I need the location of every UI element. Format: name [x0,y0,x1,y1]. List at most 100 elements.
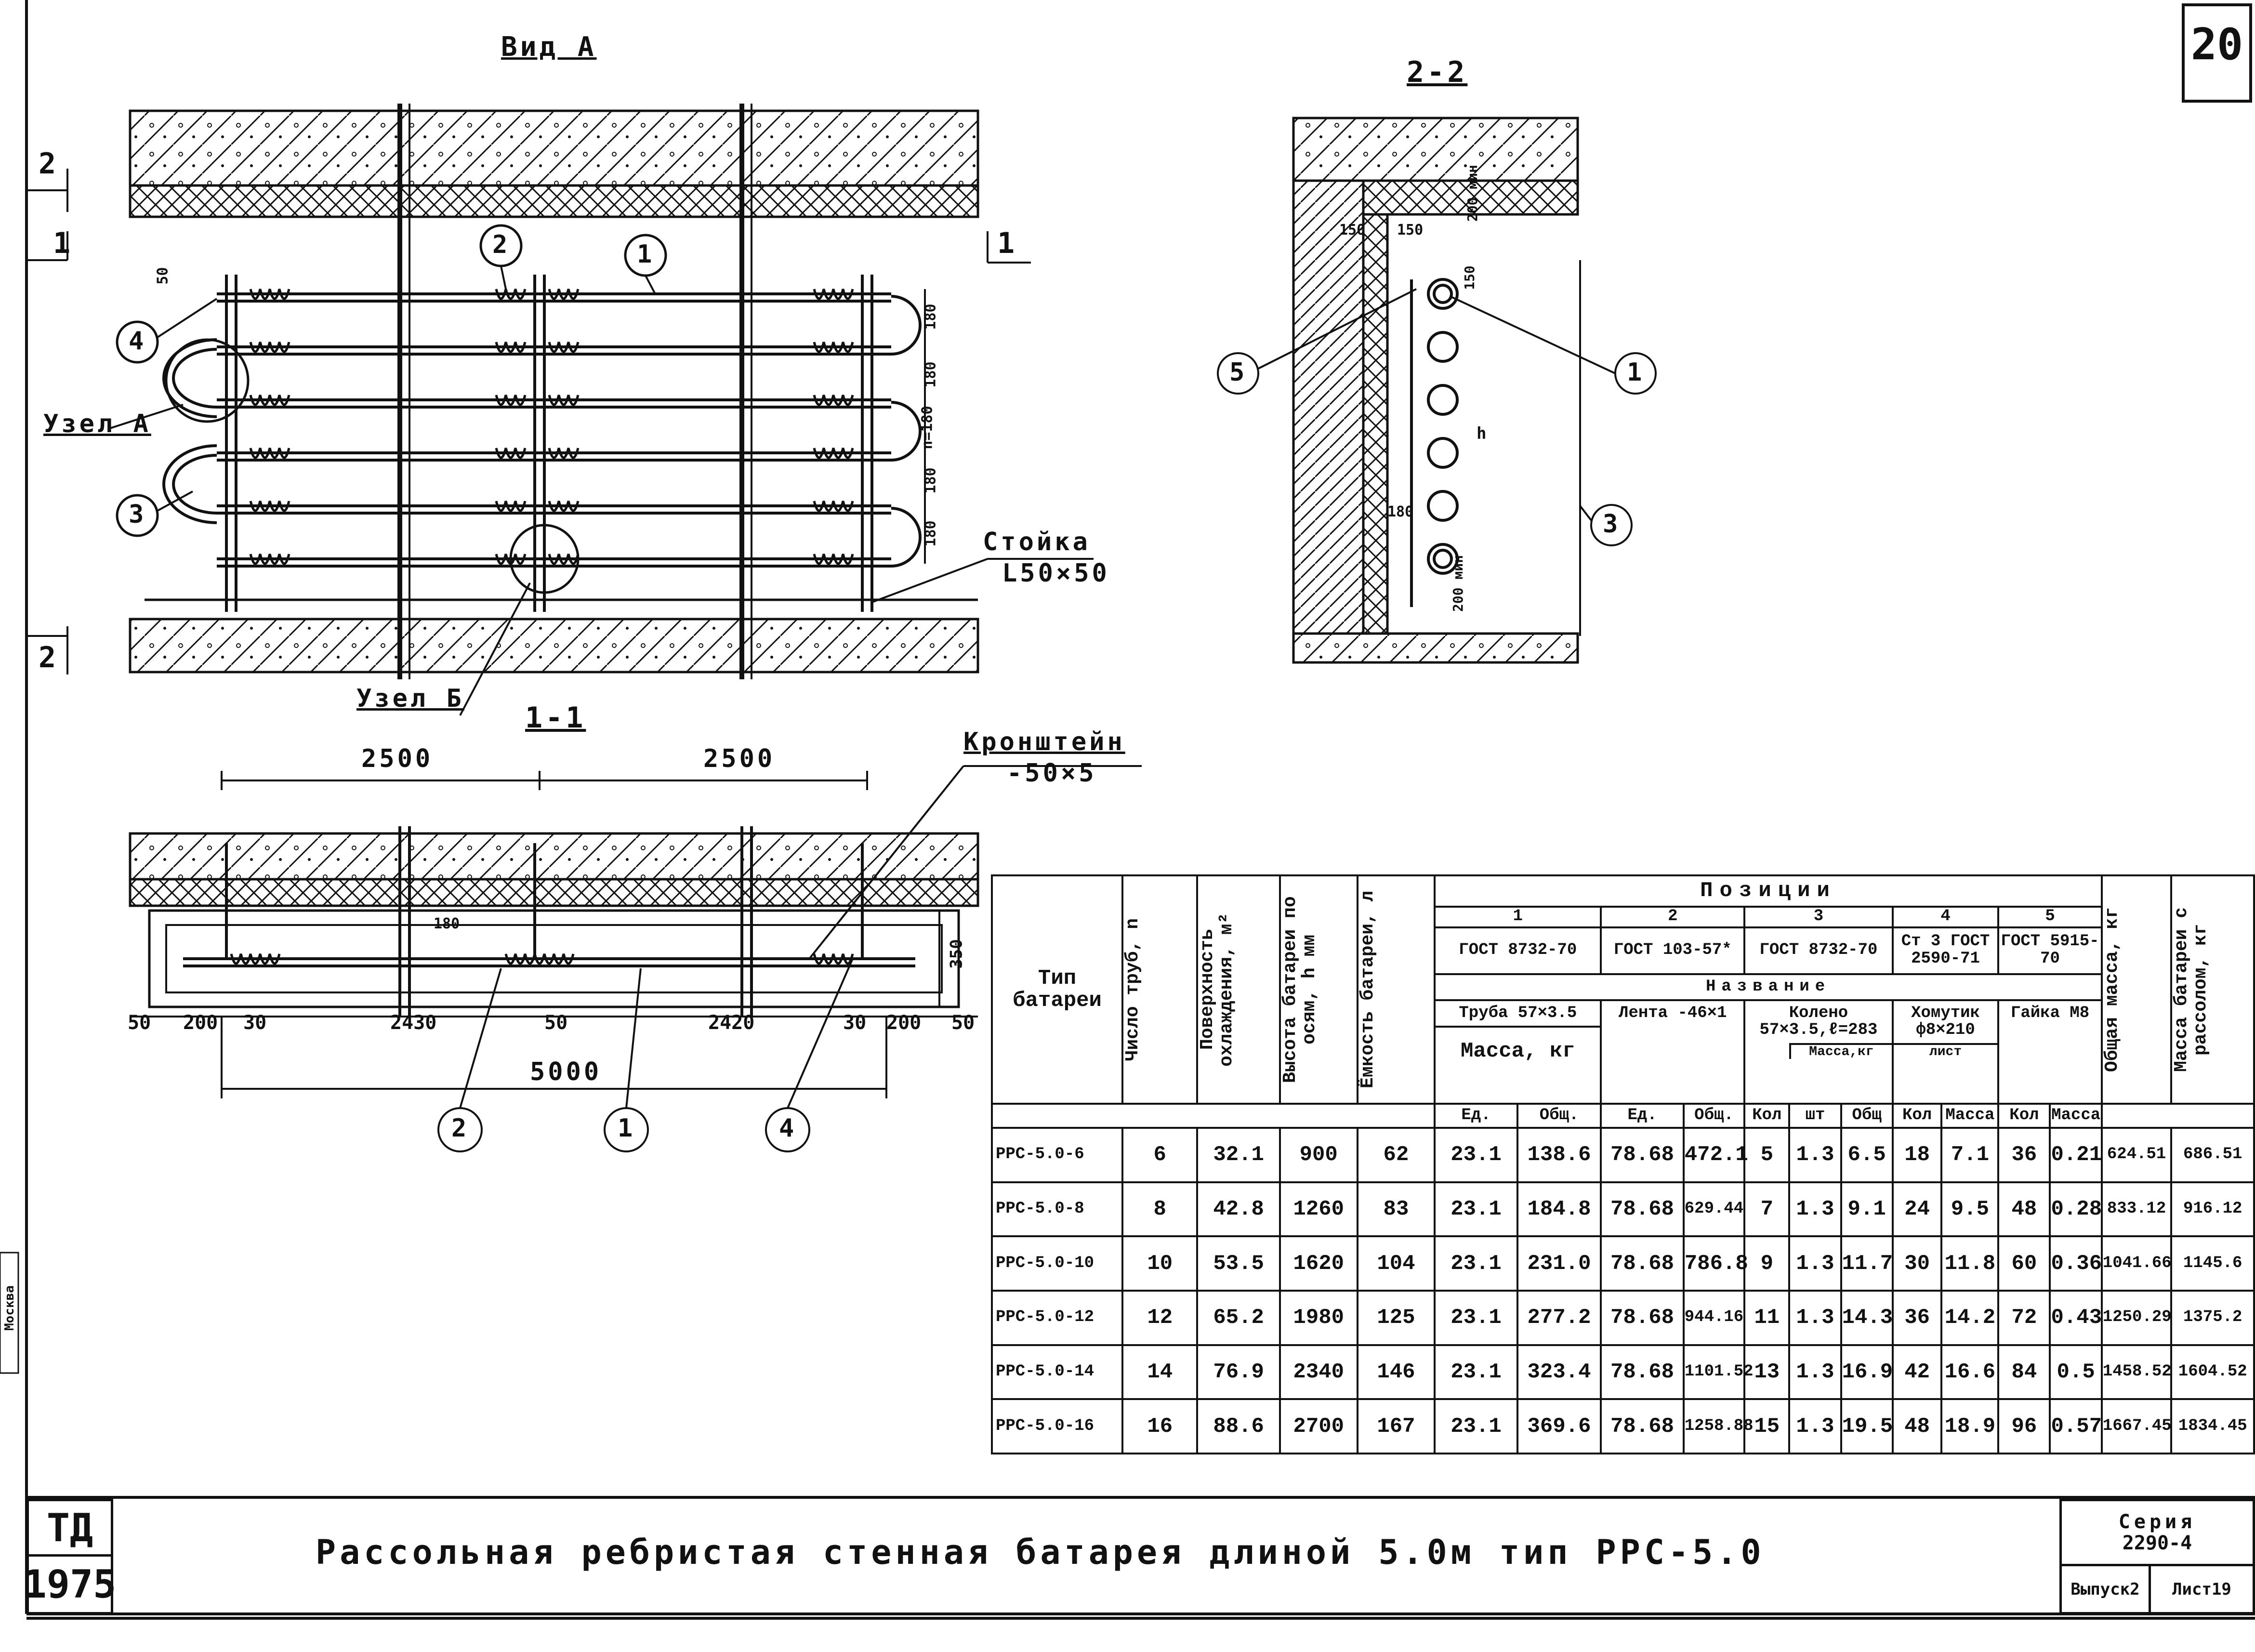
cell-surface: 42.8 [1196,1181,1281,1238]
th-sub-1: Общ. [1516,1103,1602,1129]
cell-pos-10: 0.28 [2049,1181,2103,1238]
th-sub-6: Общ [1840,1103,1894,1129]
cell-pos-9: 72 [1997,1289,2051,1346]
cell-height: 900 [1279,1127,1358,1183]
th-sub-2: Ед. [1600,1103,1685,1129]
cell-pos-8: 18.9 [1940,1398,2000,1454]
drawing-title: Рассольная ребристая стенная батарея дли… [316,1533,1765,1572]
cell-height: 1620 [1279,1235,1358,1292]
spec-table: Тип батареи Число труб, n Поверхность ох… [990,874,2255,1454]
section-2-2-title: 2-2 [1407,55,1468,89]
cell-height: 2700 [1279,1398,1358,1454]
th-name-4: Хомутик ф8×210 лист [1891,999,2000,1105]
cell-surface: 53.5 [1196,1235,1281,1292]
cell-height: 1980 [1279,1289,1358,1346]
dim-bottom-2430: 2430 [390,1012,437,1034]
th-surface: Поверхность охлаждения, м² [1196,874,1281,1105]
cell-pos-1: 369.6 [1516,1398,1602,1454]
cell-capacity: 167 [1356,1398,1436,1454]
dim-bottom-200-l: 200 [183,1012,218,1034]
th-mass-kg-short: Масса,кг [1789,1043,1892,1059]
th-pos-1: 1 [1434,905,1602,928]
th-name-3-text: Колено 57×3.5,ℓ=283 [1759,1004,1878,1040]
cell-pos-4: 11 [1743,1289,1791,1346]
uzel-b-label: Узел Б [356,684,464,713]
cell-pos-9: 84 [1997,1344,2051,1401]
cell-pipes: 16 [1121,1398,1199,1454]
cell-pos-6: 16.9 [1840,1344,1894,1401]
cut-label-1-right: 1 [997,226,1018,260]
cell-type: РРС-5.0-8 [990,1181,1124,1238]
cell-pipes: 12 [1121,1289,1199,1346]
th-gost-4: Ст 3 ГОСТ 2590-71 [1891,926,2000,975]
th-spacer-r [2100,1103,2255,1129]
uzel-a-label: Узел А [43,410,151,438]
th-mass-kg: Масса, кг [1461,1039,1575,1064]
cell-height: 1260 [1279,1181,1358,1238]
cell-total: 1667.45 [2100,1398,2173,1454]
cell-type: РРС-5.0-10 [990,1235,1124,1292]
cell-pos-10: 0.21 [2049,1127,2103,1183]
cell-pos-4: 13 [1743,1344,1791,1401]
cell-pos-7: 36 [1891,1289,1943,1346]
callout-2: 2 [492,230,511,259]
cell-pos-5: 1.3 [1788,1127,1842,1183]
cell-pos-6: 9.1 [1840,1181,1894,1238]
dim-bottom-30-l: 30 [243,1012,267,1034]
callout-2-2-5: 5 [1229,358,1248,387]
cut-label-2-top: 2 [39,147,59,181]
cell-pos-6: 19.5 [1840,1398,1894,1454]
th-sub-10: Масса [2049,1103,2103,1129]
callout-2-2-1: 1 [1627,358,1645,387]
series-number: 2290-4 [2122,1532,2192,1554]
th-pos-4: 4 [1891,905,2000,928]
cell-surface: 88.6 [1196,1398,1281,1454]
dim-2-2-150b: 150 [1397,222,1424,238]
th-brine-mass: Масса батареи с рассолом, кг [2170,874,2255,1105]
cell-pos-6: 11.7 [1840,1235,1894,1292]
cell-pos-7: 30 [1891,1235,1943,1292]
cell-pos-10: 0.36 [2049,1235,2103,1292]
cell-pos-2: 78.68 [1600,1289,1685,1346]
cell-pipes: 14 [1121,1344,1199,1401]
cell-pos-3: 1101.52 [1682,1344,1754,1401]
view-a-title: Вид А [501,31,597,63]
cell-brine: 1145.6 [2170,1235,2255,1292]
cell-pos-10: 0.43 [2049,1289,2103,1346]
th-gost-2: ГОСТ 103-57* [1600,926,1746,975]
cell-pos-8: 14.2 [1940,1289,2000,1346]
dim-180-1-1: 180 [434,915,460,932]
dim-2500-right: 2500 [703,744,776,773]
section-1-1-drawing [129,765,1142,1152]
cell-pos-8: 16.6 [1940,1344,2000,1401]
kronshtein-size: -50×5 [1007,759,1097,788]
cell-pos-1: 138.6 [1516,1127,1602,1183]
cell-pos-2: 78.68 [1600,1344,1685,1401]
cell-pos-3: 629.44 [1682,1181,1746,1238]
cell-pos-6: 6.5 [1840,1127,1894,1183]
cell-pos-0: 23.1 [1434,1181,1518,1238]
cell-pos-1: 231.0 [1516,1235,1602,1292]
cell-pos-2: 78.68 [1600,1181,1685,1238]
th-sub-9: Кол [1997,1103,2051,1129]
cell-pos-5: 1.3 [1788,1289,1842,1346]
sheet-number: 20 [2190,19,2243,70]
cell-pos-8: 11.8 [1940,1235,2000,1292]
callout-4: 4 [129,327,147,356]
cell-brine: 1375.2 [2170,1289,2255,1346]
cell-capacity: 83 [1356,1181,1436,1238]
cell-pos-0: 23.1 [1434,1344,1518,1401]
cell-pos-0: 23.1 [1434,1127,1518,1183]
callout-1-1-4: 4 [779,1114,797,1143]
cell-pos-3: 786.8 [1682,1235,1748,1292]
th-height: Высота батареи по осям, h мм [1279,874,1358,1105]
cell-pos-8: 9.5 [1940,1181,2000,1238]
cut-label-2-bottom: 2 [39,641,59,674]
cell-brine: 1604.52 [2170,1344,2255,1401]
cell-pos-1: 323.4 [1516,1344,1602,1401]
